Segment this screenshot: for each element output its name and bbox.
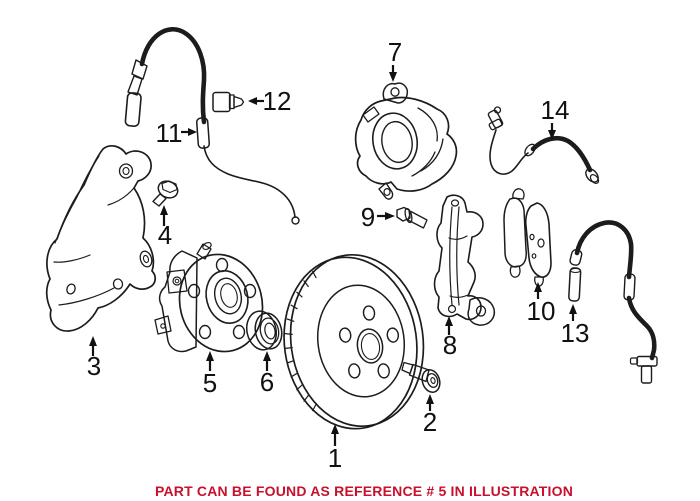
callout-3: 3 xyxy=(87,336,101,381)
part-9-guide-bolt xyxy=(396,206,428,229)
callout-9: 9 xyxy=(361,202,395,232)
callout-9-label: 9 xyxy=(361,202,375,232)
part-10-brake-pads xyxy=(503,188,552,287)
part-3-brake-splash-shield xyxy=(45,144,156,332)
callout-4-label: 4 xyxy=(158,220,172,250)
part-6-dust-cap xyxy=(245,310,283,351)
callout-10: 10 xyxy=(527,282,556,326)
callout-12: 12 xyxy=(248,86,291,116)
part-4-shield-bolt xyxy=(152,180,179,207)
part-8-caliper-bracket xyxy=(433,194,496,326)
callout-14: 14 xyxy=(541,95,570,140)
part-11-wear-sensor-front xyxy=(124,26,300,225)
callout-8-label: 8 xyxy=(443,330,457,360)
rotor-vent-ticks xyxy=(284,270,317,412)
part-1-brake-disc xyxy=(283,253,425,430)
callout-5: 5 xyxy=(203,351,217,398)
part-2-rotor-screw xyxy=(401,361,441,393)
callout-13-label: 13 xyxy=(561,318,590,348)
part-13-wear-sensor xyxy=(568,220,658,384)
callout-1: 1 xyxy=(328,424,342,473)
part-5-wheel-hub-bearing xyxy=(154,241,264,353)
callout-6: 6 xyxy=(260,351,274,397)
part-12-cap-plug xyxy=(212,91,245,113)
callout-8: 8 xyxy=(443,316,457,360)
callout-3-label: 3 xyxy=(87,351,101,381)
callout-12-label: 12 xyxy=(263,86,292,116)
callout-11: 11 xyxy=(156,118,197,148)
callout-5-label: 5 xyxy=(203,368,217,398)
reference-caption: PART CAN BE FOUND AS REFERENCE # 5 IN IL… xyxy=(154,483,574,499)
callout-11-label: 11 xyxy=(156,118,183,148)
callout-6-label: 6 xyxy=(260,367,274,397)
callout-1-label: 1 xyxy=(328,443,342,473)
callout-4: 4 xyxy=(158,205,172,250)
callout-2: 2 xyxy=(423,394,437,437)
callout-10-label: 10 xyxy=(527,296,556,326)
callout-7: 7 xyxy=(388,37,402,82)
callout-7-label: 7 xyxy=(388,37,402,67)
part-14-brake-hose xyxy=(487,106,600,184)
callout-13: 13 xyxy=(561,304,590,348)
callout-14-label: 14 xyxy=(541,95,570,125)
callout-2-label: 2 xyxy=(423,407,437,437)
part-7-brake-caliper xyxy=(354,82,458,200)
